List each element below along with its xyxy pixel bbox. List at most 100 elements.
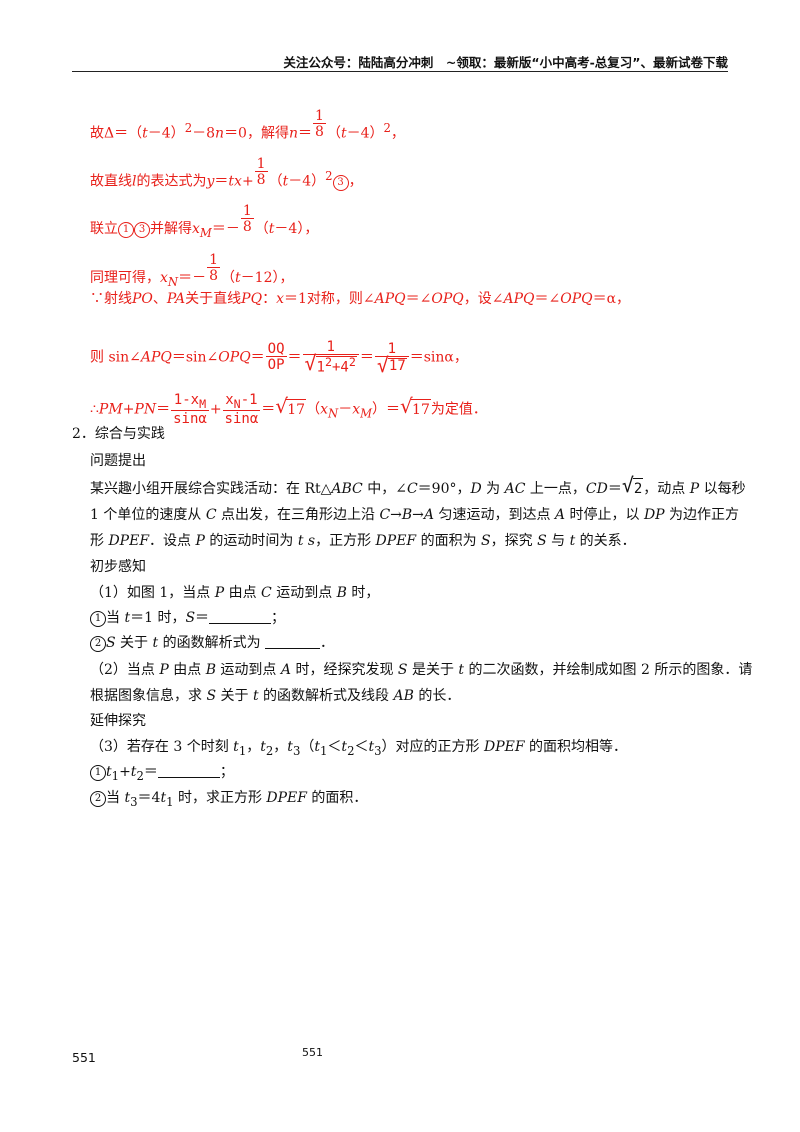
sqrt: √12+42 bbox=[304, 351, 357, 376]
text: 的函数解析式及线段 bbox=[258, 688, 394, 704]
var-l: l bbox=[132, 173, 137, 190]
denominator: sinα bbox=[171, 410, 209, 428]
text: ，设∠ bbox=[463, 291, 504, 307]
text: 关于 bbox=[115, 635, 153, 651]
text: 匀速运动，到达点 bbox=[434, 507, 555, 523]
text: 时停止，以 bbox=[565, 507, 644, 523]
var: t bbox=[233, 739, 239, 755]
answer-blank bbox=[157, 763, 220, 778]
term: x bbox=[225, 392, 234, 408]
var: OPQ bbox=[218, 349, 251, 366]
var: C→B→A bbox=[379, 507, 435, 523]
text: ＝ bbox=[261, 401, 276, 418]
denominator: sinα bbox=[222, 410, 261, 428]
var: C bbox=[205, 507, 217, 523]
circled-number: 1 bbox=[90, 765, 106, 781]
var: t bbox=[124, 790, 131, 806]
text: ； bbox=[219, 764, 234, 780]
exponent: 2 bbox=[184, 121, 193, 135]
subscript: M bbox=[199, 225, 212, 240]
denominator: √17 bbox=[374, 355, 409, 375]
var: DPEF bbox=[108, 533, 150, 549]
term: -1 bbox=[240, 392, 258, 408]
var: A bbox=[554, 507, 566, 523]
text: 时，经探究发现 bbox=[291, 662, 398, 678]
radicand: 17 bbox=[387, 357, 407, 374]
var: t bbox=[160, 790, 167, 806]
var: S bbox=[185, 610, 196, 626]
subscript: 3 bbox=[292, 743, 301, 758]
var: D bbox=[470, 481, 482, 497]
var: PM bbox=[98, 401, 123, 418]
var: S bbox=[206, 688, 217, 704]
numerator: 1 bbox=[209, 252, 219, 268]
text: ，探究 bbox=[490, 533, 538, 549]
subscript: N bbox=[328, 406, 339, 421]
var: x bbox=[320, 401, 328, 418]
text: 运动到点 bbox=[215, 662, 281, 678]
circled-number: 3 bbox=[134, 222, 150, 238]
text: 形 bbox=[90, 533, 109, 549]
var: B bbox=[336, 585, 347, 601]
text: 同理可得， bbox=[90, 270, 160, 286]
sqrt: √2 bbox=[621, 473, 644, 499]
var-t: t bbox=[268, 221, 275, 237]
text: 由点 bbox=[168, 662, 206, 678]
problem-number: 2．综合与实践 bbox=[72, 426, 165, 442]
text: ＝ bbox=[359, 349, 374, 366]
text: 的二次函数，并绘制成如图 2 所示的图象．请 bbox=[464, 662, 753, 678]
text: ； bbox=[271, 610, 286, 626]
text: （3）若存在 3 个时刻 bbox=[90, 739, 234, 755]
var-n: n bbox=[288, 125, 299, 142]
subscript: M bbox=[360, 406, 373, 421]
text: ＝－ bbox=[211, 221, 240, 237]
text: （ bbox=[326, 125, 341, 142]
text: 由点 bbox=[224, 585, 262, 601]
term: +4 bbox=[332, 359, 349, 376]
text: － bbox=[338, 401, 353, 418]
circled-number: 2 bbox=[90, 636, 106, 652]
text: + bbox=[122, 401, 135, 418]
text: ＝1 时， bbox=[130, 610, 186, 626]
question-2-line-1: （2）当点 P 由点 B 运动到点 A 时，经探究发现 S 是关于 t 的二次函… bbox=[90, 660, 752, 680]
intro-line-3: 形 DPEF．设点 P 的运动时间为 t s，正方形 DPEF 的面积为 S，探… bbox=[90, 531, 636, 551]
text: + bbox=[119, 764, 131, 780]
var: AC bbox=[504, 481, 526, 497]
text: －12）， bbox=[240, 270, 294, 286]
text: 运动到点 bbox=[271, 585, 337, 601]
sqrt: √17 bbox=[275, 393, 307, 418]
circled-number: 1 bbox=[90, 611, 106, 627]
text: 为 bbox=[481, 481, 505, 497]
text: 并解得 bbox=[150, 221, 192, 237]
fraction-sqrt17: 1√17 bbox=[374, 340, 409, 375]
var: P bbox=[689, 481, 700, 497]
intro-line-2: 1 个单位的速度从 C 点出发，在三角形边上沿 C→B→A 匀速运动，到达点 A… bbox=[90, 505, 739, 525]
var-t: t bbox=[142, 125, 148, 142]
text: 时，求正方形 bbox=[173, 790, 267, 806]
var: s bbox=[307, 533, 316, 549]
var-t: t bbox=[340, 125, 347, 142]
var: S bbox=[481, 533, 491, 549]
var: t bbox=[287, 739, 293, 755]
text: 是关于 bbox=[407, 662, 459, 678]
subscript: 2 bbox=[136, 768, 144, 783]
var: APQ bbox=[140, 349, 172, 366]
text: 、 bbox=[152, 291, 167, 307]
circled-number: 1 bbox=[118, 222, 134, 238]
subscript: 1 bbox=[320, 743, 328, 758]
var: t bbox=[341, 739, 348, 755]
numerator: 1 bbox=[387, 340, 397, 357]
text: ．设点 bbox=[149, 533, 196, 549]
var: DPEF bbox=[375, 533, 417, 549]
radicand: 2 bbox=[632, 478, 644, 499]
